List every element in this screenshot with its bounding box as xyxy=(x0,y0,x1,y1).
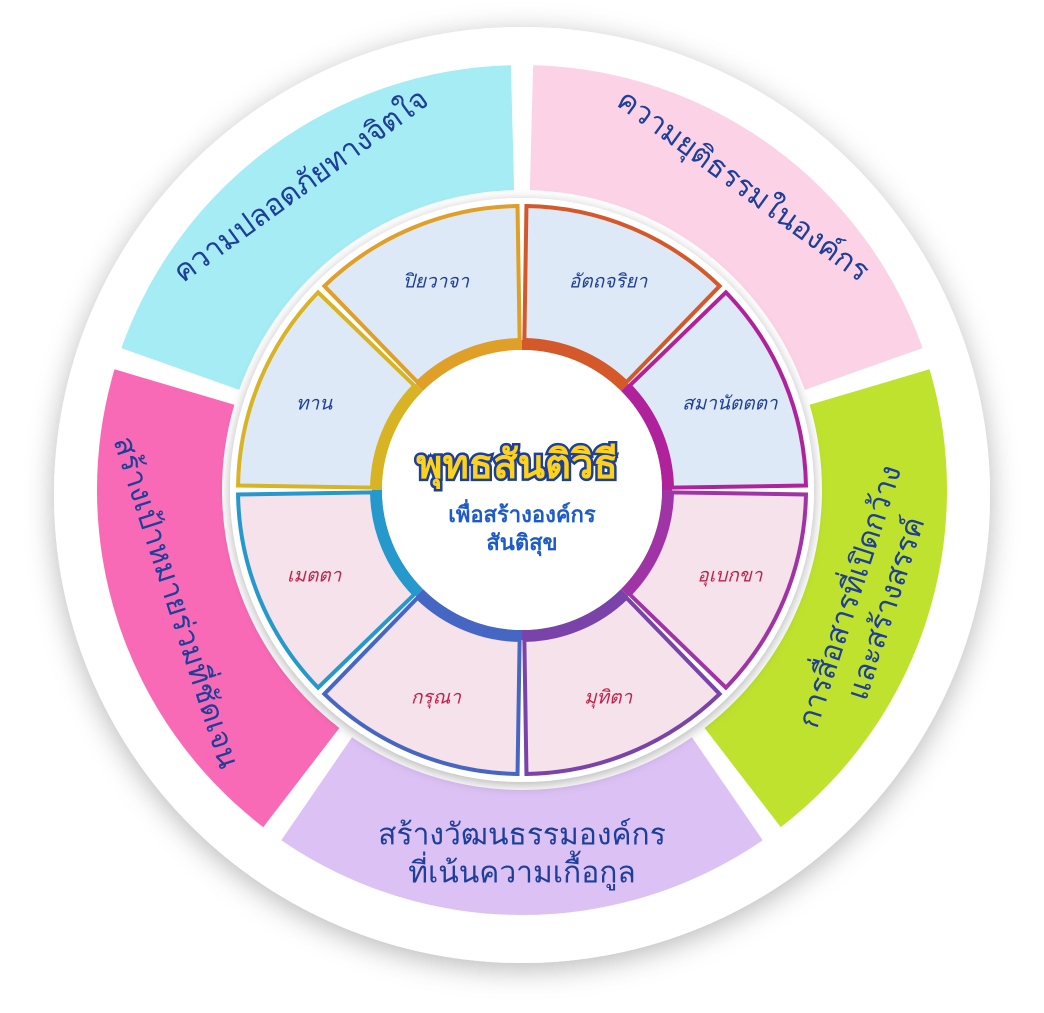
inner-segment-accent-arc xyxy=(522,340,629,392)
outer-segment-label: ที่เน้นความเกื้อกูล xyxy=(408,851,636,891)
inner-segment-accent-arc xyxy=(620,490,672,597)
inner-segment-label: อุเบกขา xyxy=(697,565,763,587)
inner-segment-label: เมตตา xyxy=(287,565,343,587)
inner-segment-label: ทาน xyxy=(296,392,333,414)
inner-segment-label: ปิยวาจา xyxy=(403,271,471,293)
outer-segment xyxy=(281,737,763,915)
center-circle xyxy=(382,350,662,630)
inner-segment-accent-arc xyxy=(372,490,424,597)
outer-segment xyxy=(704,369,948,828)
inner-segment-label: กรุณา xyxy=(411,686,462,708)
inner-segment-accent-arc xyxy=(372,383,424,490)
center-subtitle-line2: สันติสุข xyxy=(486,531,557,557)
center-title: พุทธสันติวิธี xyxy=(416,442,618,490)
outer-segment xyxy=(96,369,340,828)
inner-segment-accent-arc xyxy=(415,340,522,392)
inner-segment-accent-arc xyxy=(620,383,672,490)
outer-segment xyxy=(529,65,923,390)
outer-segment xyxy=(121,65,515,390)
center-subtitle-line1: เพื่อสร้างองค์กร xyxy=(448,498,596,528)
inner-segment-label: มุทิตา xyxy=(584,686,633,708)
outer-segment-label: สร้างวัฒนธรรมองค์กร xyxy=(378,818,666,853)
outer-segments: ความปลอดภัยทางจิตใจความยุติธรรมในองค์กรก… xyxy=(96,65,948,915)
inner-segment-accent-arc xyxy=(415,588,522,640)
inner-segment-label: อัตถจริยา xyxy=(569,271,649,293)
inner-segment-label: สมานัตตตา xyxy=(682,392,779,414)
inner-segment-accent-arc xyxy=(522,588,629,640)
